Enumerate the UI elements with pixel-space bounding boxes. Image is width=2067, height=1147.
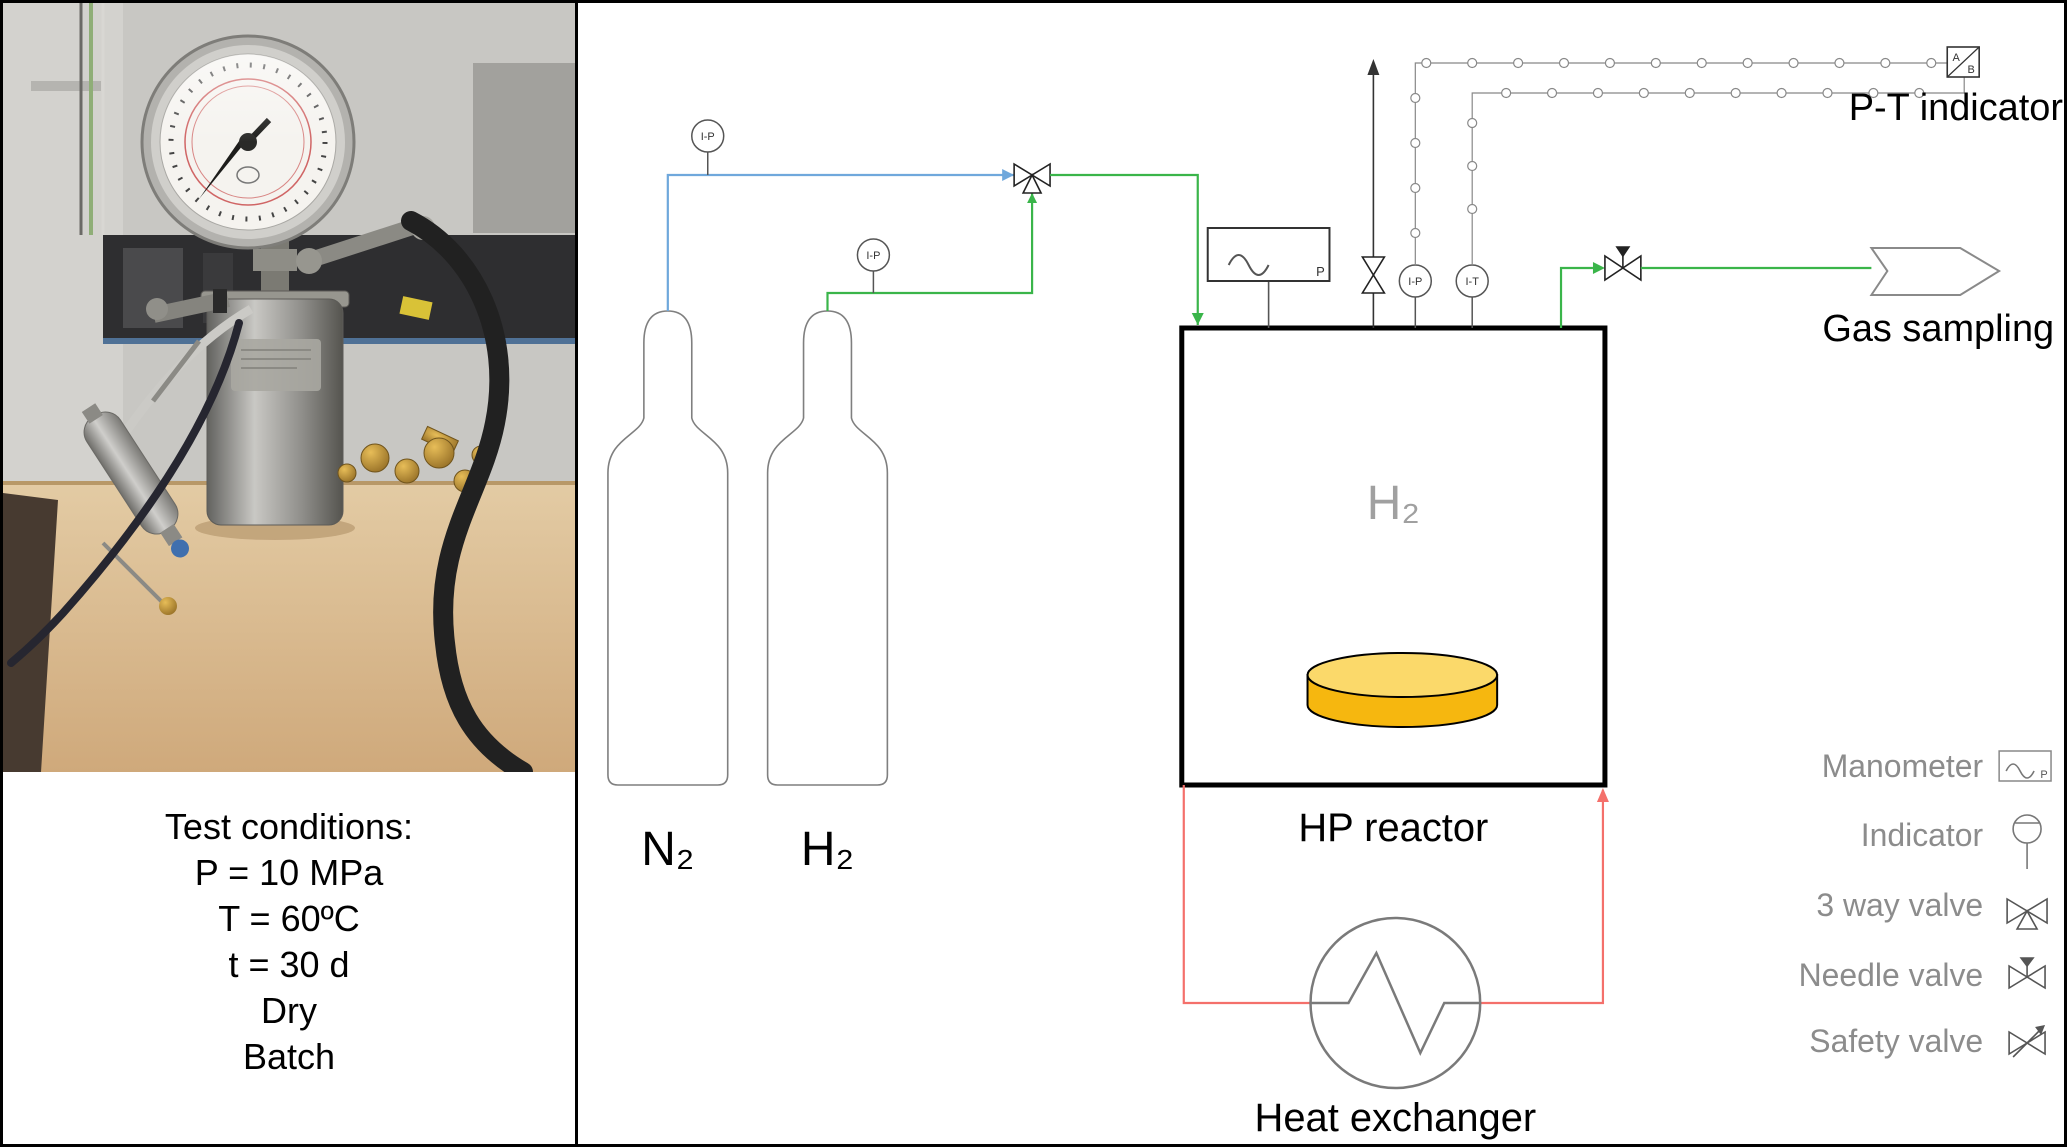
n2-line-indicator: I-P: [691, 119, 725, 175]
h2-line-arrow: [1027, 193, 1038, 203]
legend-safety-valve-label: Safety valve: [1809, 1023, 1983, 1059]
reactor-pressure-indicator: I-P: [1398, 264, 1433, 328]
n2-cylinder: N₂: [607, 310, 729, 876]
manometer-icon: P: [1998, 750, 2052, 782]
gas-sampling-banner: [1869, 247, 2002, 296]
n2-line-arrow: [1002, 169, 1015, 181]
legend-manometer-label: Manometer: [1822, 748, 1984, 784]
h2-cylinder: H₂: [766, 310, 889, 876]
black-hose: [401, 211, 533, 772]
reactor-feed-arrow: [1191, 313, 1204, 325]
n2-line: [666, 173, 1015, 311]
legend-manometer-tag: P: [2040, 769, 2047, 781]
reactor-pressure-tag: I-P: [1408, 276, 1422, 288]
condition-batch: Batch: [242, 1036, 336, 1077]
pressure-gauge: [140, 34, 356, 250]
three-way-valve-icon: [2006, 897, 2048, 930]
signal-lines: [1414, 62, 1965, 265]
manometer: P: [1206, 227, 1331, 328]
n2-cylinder-label: N₂: [641, 823, 694, 876]
needle-valve-icon: [2008, 957, 2046, 990]
reactor-temperature-tag: I-T: [1466, 276, 1480, 288]
heating-loop: Heat exchanger: [1182, 785, 1609, 1140]
conditions-title: Test conditions:: [164, 806, 414, 847]
hp-reactor: H₂ HP reactor: [1179, 325, 1608, 850]
heat-exchanger-caption: Heat exchanger: [1255, 1096, 1537, 1140]
heating-return-arrow: [1596, 788, 1609, 802]
condition-time: t = 30 d: [228, 944, 350, 985]
condition-temperature: T = 60ºC: [218, 898, 360, 939]
pt-terminal-b: B: [1968, 64, 1975, 76]
process-diagram: N₂ H₂ I-P I-P: [607, 46, 2064, 1140]
sampling-arrowhead: [1592, 262, 1605, 274]
pt-indicator: A B P-T indicator: [1849, 46, 2064, 129]
pt-indicator-caption: P-T indicator: [1849, 87, 2064, 129]
h2-line: [826, 193, 1034, 311]
pt-terminal-a: A: [1953, 52, 1961, 64]
condition-dry: Dry: [261, 990, 317, 1031]
legend-needle-valve-label: Needle valve: [1799, 957, 1984, 993]
gas-sampling-caption: Gas sampling: [1822, 308, 2054, 350]
gas-sampling-branch: Gas sampling: [1559, 246, 2054, 350]
reactor-caption: HP reactor: [1298, 806, 1488, 850]
legend: Manometer P Indicator 3 way valve Needle…: [1799, 748, 2052, 1059]
vent-arrow: [1367, 59, 1380, 75]
reactor-photo: [3, 3, 575, 772]
h2-cylinder-label: H₂: [801, 823, 854, 876]
h2-indicator-tag: I-P: [866, 250, 880, 262]
heat-exchanger: [1309, 916, 1482, 1090]
signal-line-markers: [1410, 57, 1937, 239]
reactor-feed-line: [1050, 173, 1199, 325]
n2-indicator-tag: I-P: [701, 131, 715, 143]
condition-pressure: P = 10 MPa: [194, 852, 384, 893]
three-way-valve: [1013, 162, 1051, 194]
test-conditions: Test conditions: P = 10 MPa T = 60ºC t =…: [3, 772, 575, 1144]
safety-valve-icon: [2008, 1025, 2046, 1058]
h2-line-indicator: I-P: [856, 238, 891, 293]
legend-indicator-label: Indicator: [1861, 817, 1984, 853]
needle-valve: [1604, 246, 1642, 282]
vent-line: [1360, 59, 1386, 328]
manometer-wave-icon: [1227, 254, 1270, 276]
thin-hose: [7, 319, 243, 667]
indicator-icon: [2012, 814, 2042, 869]
reactor-gas-label: H₂: [1367, 477, 1420, 530]
left-panel: Test conditions: P = 10 MPa T = 60ºC t =…: [3, 3, 578, 1144]
manometer-tag: P: [1316, 264, 1325, 279]
relief-valve-icon: [1360, 256, 1386, 294]
reactor-temperature-indicator: I-T: [1455, 264, 1489, 328]
sample-disk: [1306, 652, 1499, 728]
legend-three-way-valve-label: 3 way valve: [1816, 887, 1983, 923]
